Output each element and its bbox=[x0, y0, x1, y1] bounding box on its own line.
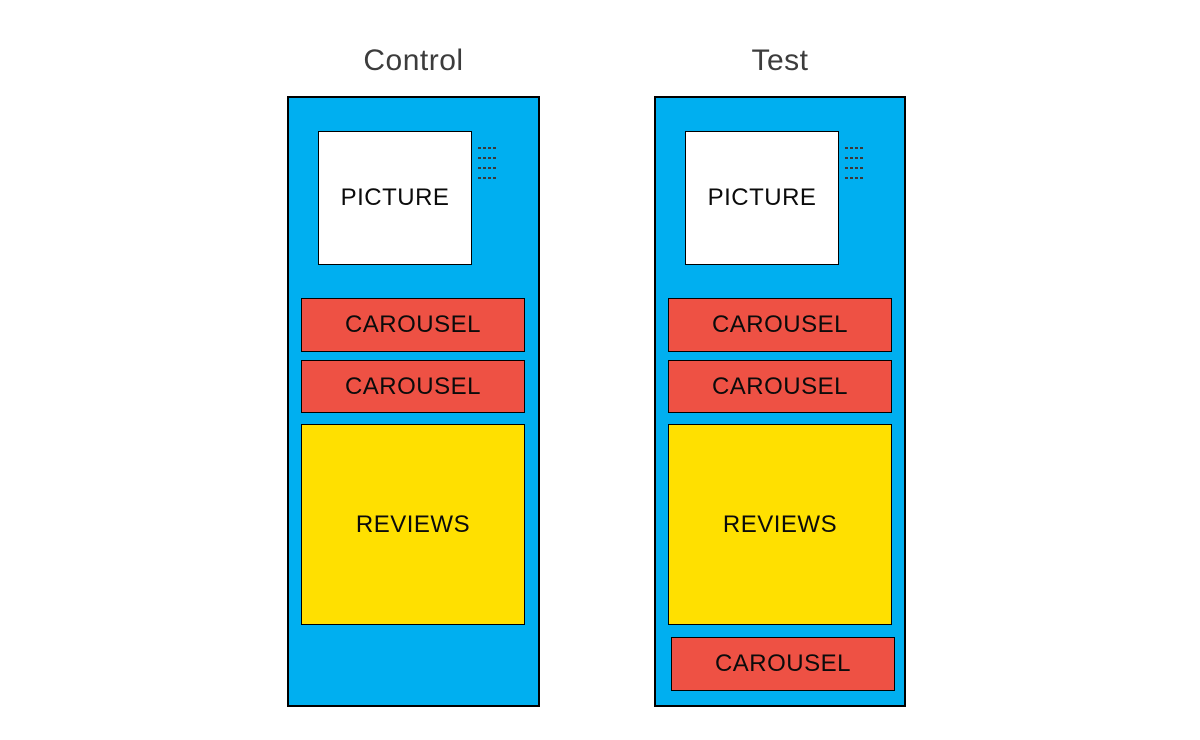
text-lines-icon bbox=[478, 147, 496, 187]
test-carousel-block-1: CAROUSEL bbox=[668, 298, 892, 352]
test-phone-frame: PICTURE CAROUSEL CAROUSEL REVIEWS CAROUS… bbox=[654, 96, 906, 707]
text-line-dash bbox=[845, 157, 863, 159]
test-carousel-3-label: CAROUSEL bbox=[714, 650, 852, 677]
control-carousel-block-1: CAROUSEL bbox=[301, 298, 525, 352]
text-line-dash bbox=[478, 167, 496, 169]
text-line-dash bbox=[845, 167, 863, 169]
test-variant-title: Test bbox=[751, 44, 809, 77]
control-variant-title: Control bbox=[363, 44, 464, 77]
control-carousel-2-label: CAROUSEL bbox=[344, 372, 482, 400]
test-reviews-label: REVIEWS bbox=[722, 510, 838, 538]
text-line-dash bbox=[845, 177, 863, 179]
test-picture-block: PICTURE bbox=[685, 131, 839, 265]
control-picture-block: PICTURE bbox=[318, 131, 472, 265]
test-carousel-block-2: CAROUSEL bbox=[668, 360, 892, 413]
text-line-dash bbox=[478, 177, 496, 179]
text-line-dash bbox=[478, 147, 496, 149]
test-carousel-2-label: CAROUSEL bbox=[711, 372, 849, 400]
control-carousel-block-2: CAROUSEL bbox=[301, 360, 525, 413]
text-lines-icon bbox=[845, 147, 863, 187]
control-phone-frame: PICTURE CAROUSEL CAROUSEL REVIEWS bbox=[287, 96, 540, 707]
text-line-dash bbox=[845, 147, 863, 149]
control-reviews-block: REVIEWS bbox=[301, 424, 525, 625]
control-carousel-1-label: CAROUSEL bbox=[344, 311, 482, 338]
test-picture-label: PICTURE bbox=[707, 184, 817, 211]
control-reviews-label: REVIEWS bbox=[355, 510, 471, 538]
control-picture-label: PICTURE bbox=[340, 184, 450, 211]
test-carousel-1-label: CAROUSEL bbox=[711, 311, 849, 338]
text-line-dash bbox=[478, 157, 496, 159]
test-reviews-block: REVIEWS bbox=[668, 424, 892, 625]
test-carousel-block-3: CAROUSEL bbox=[671, 637, 895, 691]
